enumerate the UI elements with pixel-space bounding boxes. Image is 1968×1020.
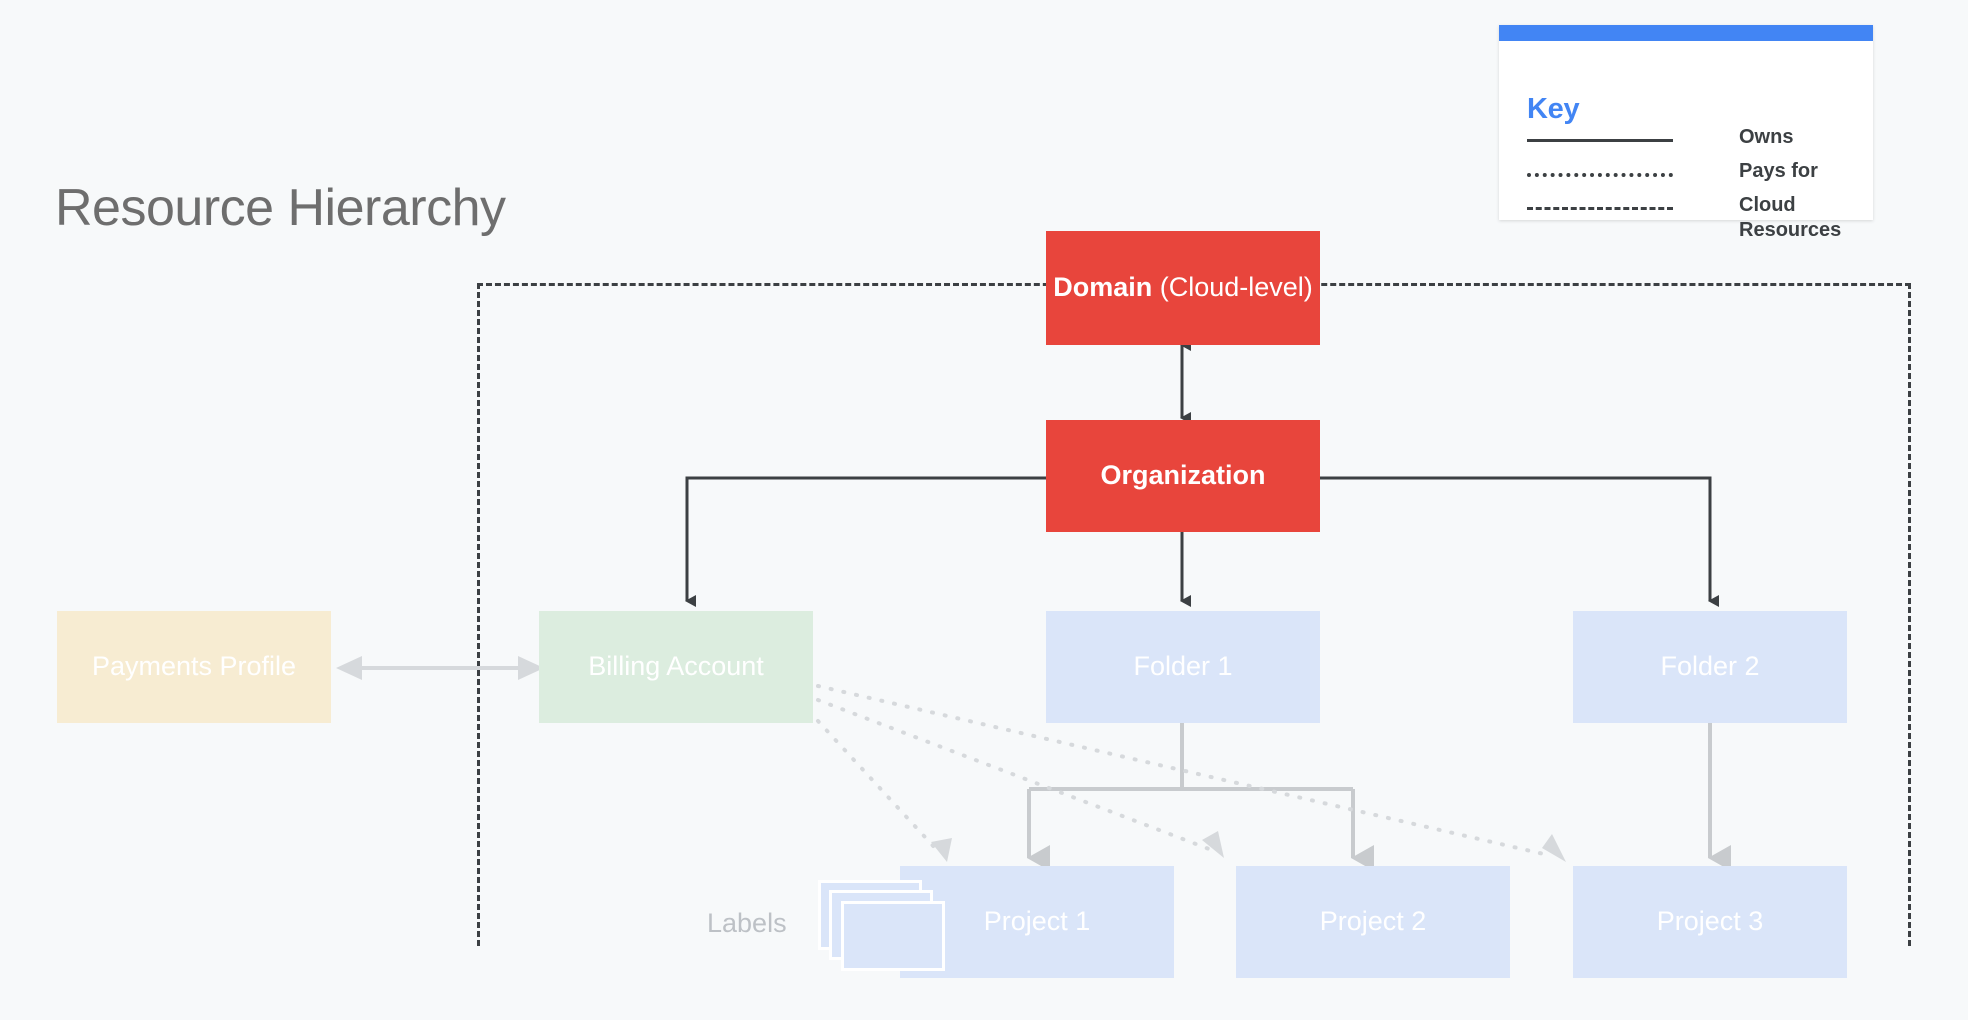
node-organization[interactable]: Organization	[1046, 420, 1320, 532]
edge-folder1-projects	[1027, 721, 1374, 871]
edge-payments-profile-billing-account	[336, 656, 544, 680]
node-domain-label-bold: Domain	[1053, 272, 1153, 303]
key-row-cloud-resources: Cloud Resources	[1527, 193, 1857, 241]
node-folder-2[interactable]: Folder 2	[1573, 611, 1847, 723]
key-accent-bar	[1499, 25, 1873, 41]
node-project-1-label: Project 1	[983, 906, 1091, 937]
node-project-3[interactable]: Project 3	[1573, 866, 1847, 978]
node-folder-1-label: Folder 1	[1133, 651, 1233, 682]
page-title: Resource Hierarchy	[55, 179, 506, 237]
node-project-2-label: Project 2	[1319, 906, 1427, 937]
key-label-owns: Owns	[1739, 126, 1794, 148]
node-project-1[interactable]: Project 1	[900, 866, 1174, 978]
key-row-owns: Owns	[1527, 125, 1857, 159]
key-heading: Key	[1527, 93, 1580, 125]
key-row-list: Owns Pays for Cloud Resources	[1527, 125, 1857, 241]
key-label-pays-for: Pays for	[1739, 160, 1818, 182]
key-label-cloud-resources: Cloud Resources	[1739, 194, 1842, 241]
node-folder-1[interactable]: Folder 1	[1046, 611, 1320, 723]
node-domain[interactable]: Domain (Cloud-level)	[1046, 231, 1320, 345]
node-payments-profile-label: Payments Profile	[91, 651, 297, 682]
key-legend-card: Key Owns Pays for Cloud Resources	[1499, 25, 1873, 241]
labels-caption: Labels	[707, 908, 787, 938]
node-organization-label: Organization	[1100, 460, 1266, 491]
node-billing-account[interactable]: Billing Account	[539, 611, 813, 723]
node-folder-2-label: Folder 2	[1660, 651, 1760, 682]
edge-organization-folder2	[1319, 476, 1719, 607]
solid-line-icon	[1527, 139, 1673, 142]
node-project-2[interactable]: Project 2	[1236, 866, 1510, 978]
edge-organization-billing-account	[685, 476, 1046, 607]
dashed-line-icon	[1527, 207, 1673, 210]
dotted-line-icon	[1527, 173, 1673, 177]
node-billing-account-label: Billing Account	[588, 651, 764, 682]
label-card-front	[841, 901, 945, 971]
edge-billing-pays-project2	[816, 698, 1224, 858]
edge-billing-pays-project1	[816, 719, 952, 862]
node-project-3-label: Project 3	[1656, 906, 1764, 937]
key-row-pays-for: Pays for	[1527, 159, 1857, 193]
node-payments-profile[interactable]: Payments Profile	[57, 611, 331, 723]
labels-stack-icon	[818, 880, 946, 976]
node-domain-label-rest: (Cloud-level)	[1152, 272, 1313, 303]
